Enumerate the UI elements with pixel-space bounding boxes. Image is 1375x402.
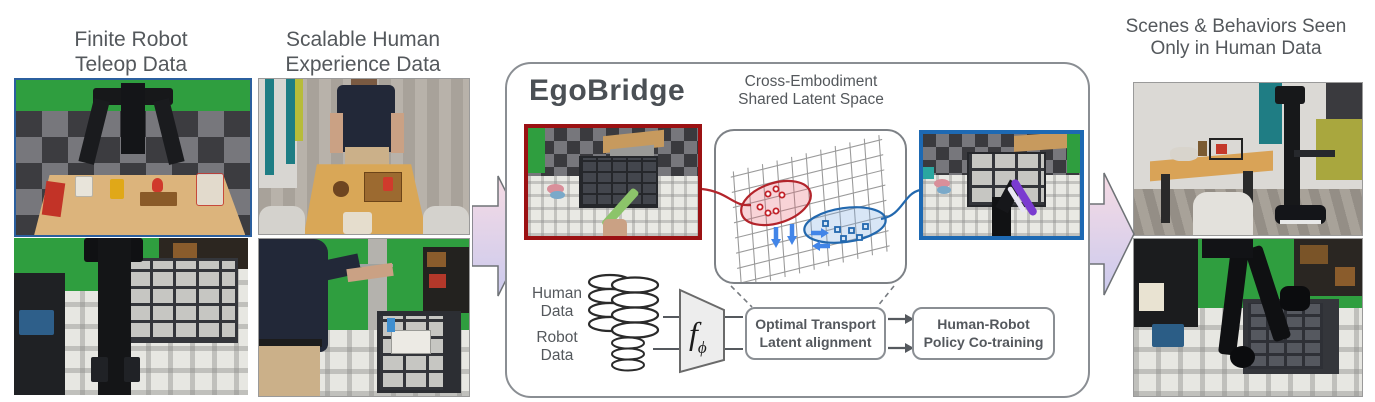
red-toy [151, 177, 164, 192]
cream-box [1138, 282, 1164, 312]
robot-egocentric-frame [919, 130, 1084, 240]
optimal-transport-box: Optimal Transport Latent alignment [745, 307, 886, 360]
teal-door-frame [265, 79, 274, 176]
blue-plate [937, 186, 952, 195]
blue-bin [1152, 323, 1185, 348]
teal-object [923, 166, 934, 179]
human-latent-cluster [740, 179, 812, 227]
olive-accent-wall [1316, 119, 1362, 181]
pink-plate [546, 184, 564, 194]
photo-robot-arms-drawers [1133, 238, 1363, 397]
person-left-arm [330, 113, 343, 154]
photo-human-drawer-cabinet [258, 238, 470, 397]
olive-door [294, 79, 304, 141]
gripper-right [1279, 286, 1310, 312]
gripper-left [1229, 345, 1255, 368]
white-chair [1193, 192, 1253, 235]
brown-can [332, 181, 350, 197]
yellow-can [109, 179, 124, 200]
robot-base [1275, 204, 1326, 225]
red-object [1216, 143, 1228, 155]
title-finite-robot-teleop-data: Finite Robot Teleop Data [74, 28, 188, 76]
concrete-pillar [368, 239, 388, 331]
data-flow-lines [653, 316, 743, 350]
human-egocentric-frame [524, 124, 702, 240]
drawer-cabinet [123, 258, 238, 343]
robot-base-trim [1279, 219, 1321, 225]
robot-tray-arm [1293, 149, 1335, 158]
chair-left [259, 206, 306, 234]
table-leg-2 [1243, 171, 1253, 217]
photo-robot-office-table [1133, 82, 1363, 236]
human-database-icon [587, 273, 660, 339]
person-head [351, 79, 377, 89]
green-screen-sliver [1067, 134, 1080, 173]
title-scalable-human-experience-data: Scalable Human Experience Data [285, 28, 441, 76]
plastic-bag [1170, 146, 1198, 161]
photo-human-at-table [258, 78, 470, 235]
photo-robot-drawer-cabinet [14, 238, 248, 395]
book [140, 191, 178, 206]
can [1197, 140, 1207, 156]
person-right-arm [391, 113, 404, 154]
human-hand [602, 218, 627, 236]
cotraining-arrows [888, 314, 914, 353]
robot-latent-points [822, 220, 869, 242]
red-cup [382, 176, 394, 191]
robot-torso [121, 83, 145, 155]
green-screen-sliver [528, 128, 545, 174]
blue-bin [18, 310, 54, 336]
pink-plate [933, 178, 950, 189]
blue-plate [550, 190, 566, 200]
encoder-symbol: fϕ [689, 315, 707, 357]
box-red [429, 273, 446, 288]
human-latent-points [756, 185, 786, 217]
title-scenes-behaviors-human-data: Scenes & Behaviors Seen Only in Human Da… [1125, 16, 1347, 60]
alignment-arrows [771, 224, 830, 251]
black-frame-stand [1209, 137, 1243, 160]
latent-projection-dashes [730, 285, 895, 308]
cardboard-boxes [1300, 245, 1328, 265]
belt [259, 339, 322, 348]
person-torso-navy-shirt [259, 239, 329, 353]
teal-door-frame-2 [286, 79, 295, 165]
robot-crossbar [1202, 239, 1253, 258]
photo-robot-teleop-table [14, 78, 252, 237]
robot-column [1284, 92, 1301, 217]
human-data-label: Human Data [532, 285, 582, 321]
robot-database-icon [611, 336, 645, 372]
plastic-bag [343, 212, 373, 234]
jar [74, 176, 93, 197]
chair-right [422, 206, 469, 234]
shared-latent-space-panel [714, 129, 907, 284]
egobridge-panel: EgoBridge Cross-Embodiment Shared Latent… [505, 62, 1090, 398]
plastic-bag [196, 173, 224, 206]
book-on-stand [364, 172, 402, 202]
dark-drawer-cabinet [579, 156, 658, 208]
cardboard-box-2 [1334, 267, 1356, 287]
latent-space-plot [730, 135, 890, 282]
box-brown [427, 251, 446, 268]
panel-title: EgoBridge [529, 74, 686, 107]
encoder-trapezoid [679, 288, 725, 374]
person-torso-navy-shirt [336, 85, 396, 152]
robot-motor-right [123, 357, 141, 383]
robot-data-label: Robot Data [536, 329, 578, 365]
robot-motor-left [91, 357, 108, 383]
cardboard-box [173, 242, 197, 262]
blue-object-in-hand [387, 317, 396, 332]
person-khaki-pants [259, 345, 320, 396]
policy-cotraining-box: Human-Robot Policy Co-training [912, 307, 1055, 360]
open-drawer [391, 330, 432, 355]
table-leg [1161, 174, 1171, 223]
latent-space-heading: Cross-Embodiment Shared Latent Space [738, 73, 884, 109]
